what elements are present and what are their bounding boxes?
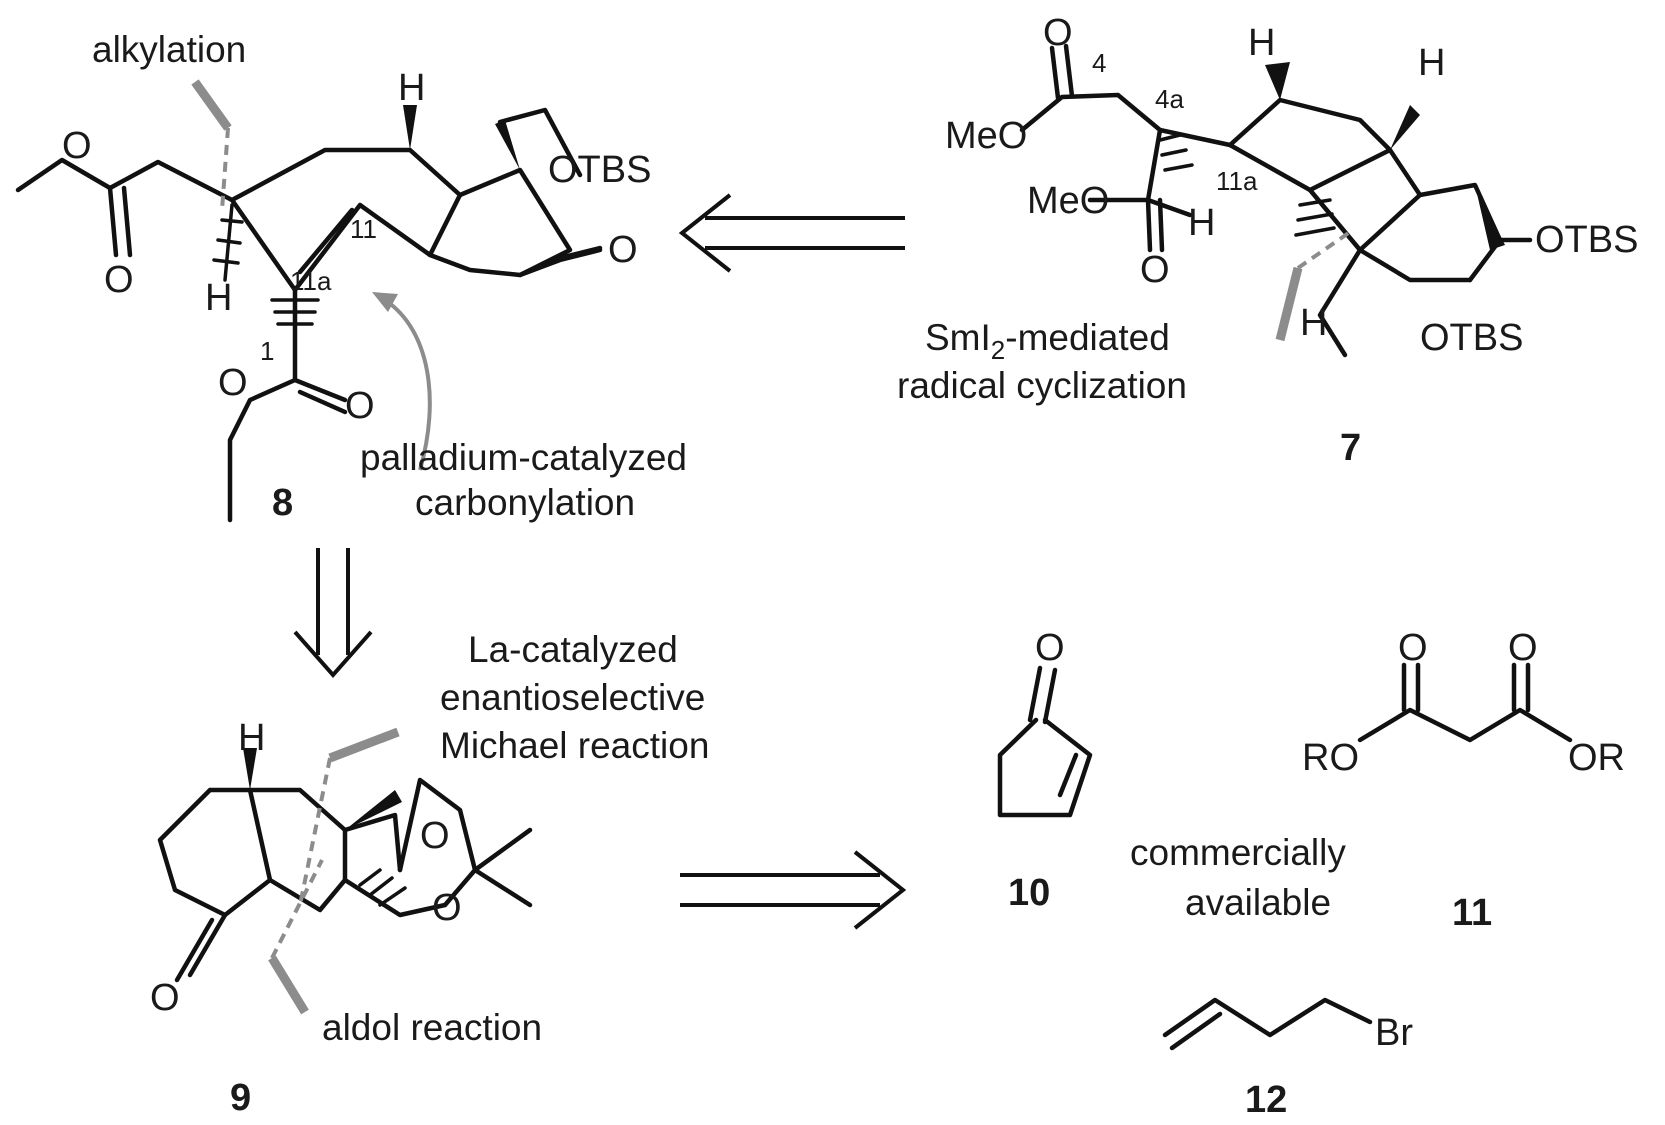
sm-label-subscript: 2 <box>991 335 1005 365</box>
compound-8-annotations: alkylation palladium-catalyzed carbonyla… <box>92 29 687 523</box>
c7-h-left: H <box>1248 22 1275 64</box>
compound-12-structure <box>1162 997 1373 1051</box>
c8-ester-o: O <box>62 125 92 167</box>
c8-otbs: OTBS <box>548 149 651 191</box>
c7-otbs-2: OTBS <box>1420 317 1523 359</box>
compound-10-structure <box>997 665 1093 818</box>
c7-locant-4a: 4a <box>1155 84 1184 114</box>
wedge-bond <box>1265 62 1290 100</box>
c8-ester2-o: O <box>218 362 248 404</box>
c7-top-o: O <box>1043 12 1073 54</box>
c8-h-top: H <box>398 67 425 109</box>
compound-7-labels: O MeO 4 4a H H MeO 11a H O OTBS H OTBS 7 <box>945 12 1638 469</box>
la-label-line3: Michael reaction <box>440 725 709 766</box>
alkylation-label: alkylation <box>92 29 246 70</box>
retro-arrow-7-to-8 <box>678 193 905 273</box>
c7-otbs-1: OTBS <box>1535 219 1638 261</box>
c12-br: Br <box>1375 1012 1413 1054</box>
c7-h-low: H <box>1300 302 1327 344</box>
c8-aldehyde-o: O <box>608 229 638 271</box>
compound-7-annotations: SmI2-mediated radical cyclization <box>897 230 1352 406</box>
alkylation-disconnection-mark <box>191 79 232 131</box>
compound-8-structure <box>15 105 603 523</box>
la-label-line2: enantioselective <box>440 677 705 718</box>
compound-12-number: 12 <box>1245 1079 1287 1121</box>
c7-locant-4: 4 <box>1092 48 1106 78</box>
c7-locant-11a: 11a <box>1216 166 1258 196</box>
wedge-bond <box>495 120 520 170</box>
aldol-label: aldol reaction <box>322 1007 542 1048</box>
c8-locant-11a: 11a <box>290 266 332 296</box>
c11-ro: RO <box>1302 737 1359 779</box>
sm-label-line1: SmI2-mediated <box>925 317 1170 365</box>
c9-acetal-o1: O <box>420 815 450 857</box>
c10-o: O <box>1035 627 1065 669</box>
c9-ketone-o: O <box>150 977 180 1019</box>
compound-8-labels: H OTBS O O O H O O 11 11a 1 8 <box>62 67 651 524</box>
compound-9-labels: H O O O 9 <box>150 717 462 1119</box>
sm-label-line2: radical cyclization <box>897 365 1187 406</box>
c7-meo-2: MeO <box>1027 180 1109 222</box>
compound-7-number: 7 <box>1340 427 1361 469</box>
retro-arrow-9-to-starting-materials <box>680 850 907 930</box>
compound-9-annotations: La-catalyzed enantioselective Michael re… <box>268 629 709 1048</box>
pd-label-line1: palladium-catalyzed <box>360 437 687 478</box>
c8-ester2-carbonyl-o: O <box>345 385 375 427</box>
wedge-bond <box>1475 185 1505 250</box>
compound-11-structure <box>1357 662 1573 743</box>
compound-7-structure <box>1019 43 1533 358</box>
sm-label-prefix: SmI <box>925 317 991 358</box>
c9-h: H <box>238 717 265 759</box>
c7-meo-1: MeO <box>945 115 1027 157</box>
c8-locant-11: 11 <box>350 214 377 244</box>
c11-o2: O <box>1508 627 1538 669</box>
commercially-label: commercially <box>1130 832 1346 873</box>
sm-label-suffix: -mediated <box>1005 317 1170 358</box>
pd-arrow <box>383 298 432 471</box>
c11-or: OR <box>1568 737 1625 779</box>
wedge-bond <box>1390 105 1420 150</box>
wedge-bond <box>345 790 402 830</box>
aldol-disconnection-mark <box>268 955 309 1015</box>
c7-h-mid: H <box>1188 202 1215 244</box>
pd-label-line2: carbonylation <box>415 482 635 523</box>
c8-ester-carbonyl-o: O <box>104 259 134 301</box>
la-label-line1: La-catalyzed <box>468 629 678 670</box>
wedge-bond <box>403 105 417 150</box>
c7-h-right: H <box>1418 42 1445 84</box>
sm-disconnection-mark <box>1275 266 1303 342</box>
c8-h-bottom: H <box>205 277 232 319</box>
compound-9-number: 9 <box>230 1077 251 1119</box>
c11-o1: O <box>1398 627 1428 669</box>
c7-ester-o: O <box>1140 249 1170 291</box>
compound-10-number: 10 <box>1008 872 1050 914</box>
compound-8-number: 8 <box>272 482 293 524</box>
retro-arrow-8-to-9 <box>293 548 373 679</box>
michael-disconnection-mark <box>328 727 400 763</box>
compound-11-number: 11 <box>1452 892 1492 934</box>
available-label: available <box>1185 882 1331 923</box>
c9-acetal-o2: O <box>432 887 462 929</box>
compound-9-structure <box>157 748 533 983</box>
c8-locant-1: 1 <box>260 336 274 366</box>
wedge-bond <box>243 748 257 790</box>
